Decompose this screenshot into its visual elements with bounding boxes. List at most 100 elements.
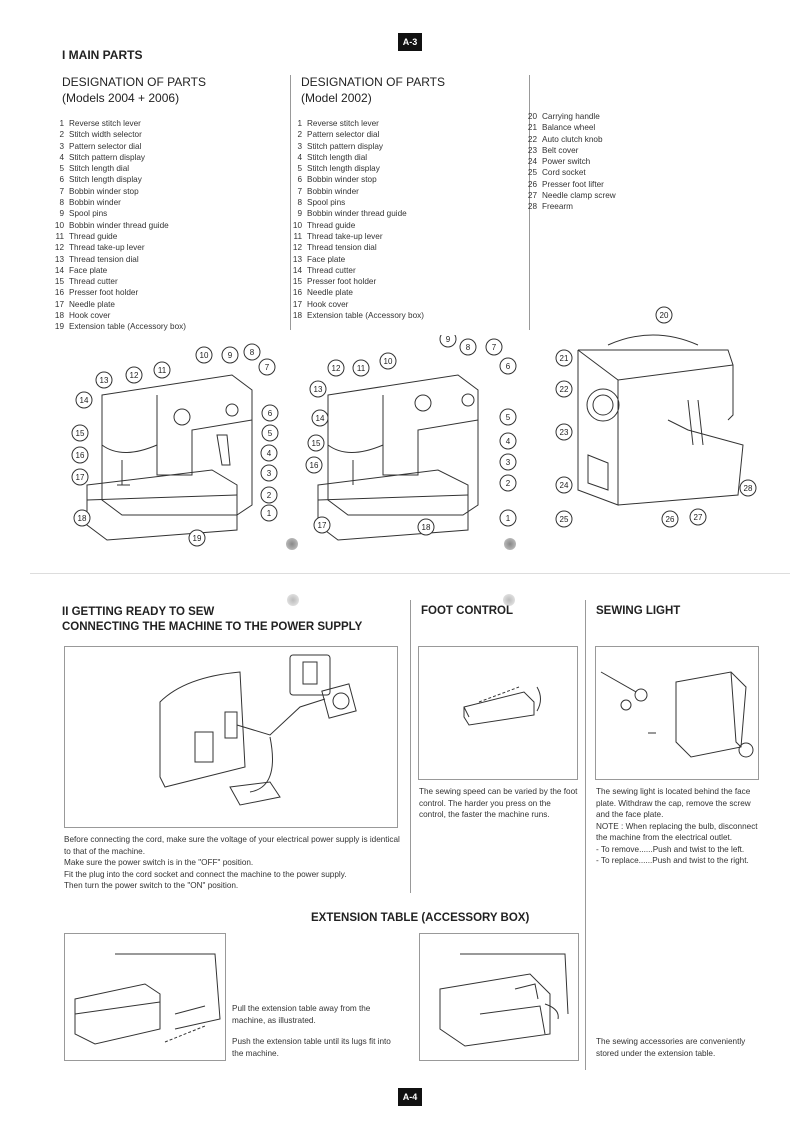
callout-number: 16 bbox=[310, 461, 319, 470]
callout-circle bbox=[195, 346, 213, 364]
part-label: Bobbin winder thread guide bbox=[307, 209, 407, 219]
part-label: Bobbin winder bbox=[69, 198, 121, 208]
registration-dot bbox=[503, 594, 515, 606]
callout-circle bbox=[655, 306, 673, 324]
callout-number: 11 bbox=[357, 364, 366, 373]
column-divider bbox=[290, 75, 291, 330]
callout-number: 13 bbox=[314, 385, 323, 394]
section-divider bbox=[30, 573, 790, 574]
part-label: Extension table (Accessory box) bbox=[307, 311, 424, 321]
part-label: Thread guide bbox=[307, 220, 356, 230]
column-divider bbox=[529, 75, 530, 330]
foot-control-text: The sewing speed can be varied by the fo… bbox=[419, 787, 578, 819]
part-label: Extension table (Accessory box) bbox=[69, 322, 186, 332]
callout-circle bbox=[459, 338, 477, 356]
callout-number: 22 bbox=[560, 385, 569, 394]
callout-circle bbox=[499, 408, 517, 426]
callout-circle bbox=[499, 357, 517, 375]
callout-circle bbox=[499, 474, 517, 492]
callout-circle bbox=[327, 359, 345, 377]
part-number: 27 bbox=[527, 191, 537, 201]
callout-circle bbox=[260, 444, 278, 462]
part-item: 19 Extension table (Accessory box) bbox=[48, 321, 186, 332]
part-number: 17 bbox=[54, 299, 64, 309]
part-label: Stitch length dial bbox=[69, 164, 130, 174]
paragraph-line: - To replace......Push and twist to the … bbox=[596, 856, 749, 865]
extension-table-text-2: Push the extension table until its lugs … bbox=[232, 1037, 391, 1058]
callout-number: 18 bbox=[78, 514, 87, 523]
callout-number: 5 bbox=[506, 413, 511, 422]
part-number: 7 bbox=[59, 186, 64, 196]
part-number: 23 bbox=[527, 145, 537, 155]
column-divider bbox=[410, 600, 411, 893]
power-supply-title: CONNECTING THE MACHINE TO THE POWER SUPP… bbox=[62, 621, 363, 633]
part-number: 10 bbox=[54, 220, 64, 230]
part-label: Thread tension dial bbox=[69, 254, 139, 264]
callout-number: 27 bbox=[694, 513, 703, 522]
callout-number: 9 bbox=[228, 351, 233, 360]
part-label: Bobbin winder stop bbox=[307, 175, 377, 185]
callout-circle bbox=[71, 446, 89, 464]
power-supply-figure bbox=[64, 646, 398, 828]
extension-table-heading: EXTENSION TABLE (ACCESSORY BOX) bbox=[311, 912, 530, 924]
callout-number: 19 bbox=[193, 534, 202, 543]
part-number: 8 bbox=[59, 198, 64, 208]
callout-number: 12 bbox=[332, 364, 341, 373]
part-label: Presser foot lifter bbox=[542, 179, 604, 189]
registration-dot bbox=[286, 538, 298, 550]
part-number: 6 bbox=[59, 175, 64, 185]
paragraph-line: Make sure the power switch is in the "OF… bbox=[64, 858, 254, 867]
part-number: 18 bbox=[292, 311, 302, 321]
callout-number: 28 bbox=[744, 484, 753, 493]
part-label: Spool pins bbox=[307, 198, 346, 208]
extension-table-pull-figure bbox=[64, 933, 226, 1061]
part-number: 9 bbox=[297, 209, 302, 219]
callout-circle bbox=[485, 338, 503, 356]
callout-number: 3 bbox=[506, 458, 511, 467]
part-number: 18 bbox=[54, 311, 64, 321]
callout-circle bbox=[309, 380, 327, 398]
callout-number: 6 bbox=[506, 362, 511, 371]
sewing-light-text: The sewing light is located behind the f… bbox=[596, 786, 760, 867]
part-number: 7 bbox=[297, 186, 302, 196]
part-label: Thread take-up lever bbox=[69, 243, 145, 253]
part-item: 8 Bobbin winder bbox=[48, 197, 186, 208]
part-number: 10 bbox=[292, 220, 302, 230]
part-number: 19 bbox=[54, 322, 64, 332]
part-label: Hook cover bbox=[307, 299, 349, 309]
callout-circle bbox=[311, 409, 329, 427]
part-number: 5 bbox=[59, 164, 64, 174]
part-label: Carrying handle bbox=[542, 112, 600, 121]
callout-circle bbox=[125, 366, 143, 384]
part-number: 3 bbox=[59, 141, 64, 151]
part-label: Stitch pattern display bbox=[307, 141, 384, 151]
middle-title-line1: DESIGNATION OF PARTS bbox=[301, 75, 446, 89]
part-number: 4 bbox=[59, 152, 64, 162]
left-title-line1: DESIGNATION OF PARTS bbox=[62, 75, 207, 89]
paragraph-line: The sewing light is located behind the f… bbox=[596, 787, 751, 819]
callout-number: 5 bbox=[268, 429, 273, 438]
part-label: Stitch width selector bbox=[69, 130, 142, 140]
part-label: Spool pins bbox=[69, 209, 108, 219]
part-number: 13 bbox=[54, 254, 64, 264]
callout-circle bbox=[221, 346, 239, 364]
sewing-light-figure bbox=[595, 646, 759, 780]
paragraph-line: Before connecting the cord, make sure th… bbox=[64, 835, 400, 856]
callout-number: 3 bbox=[267, 469, 272, 478]
callout-number: 12 bbox=[130, 371, 139, 380]
